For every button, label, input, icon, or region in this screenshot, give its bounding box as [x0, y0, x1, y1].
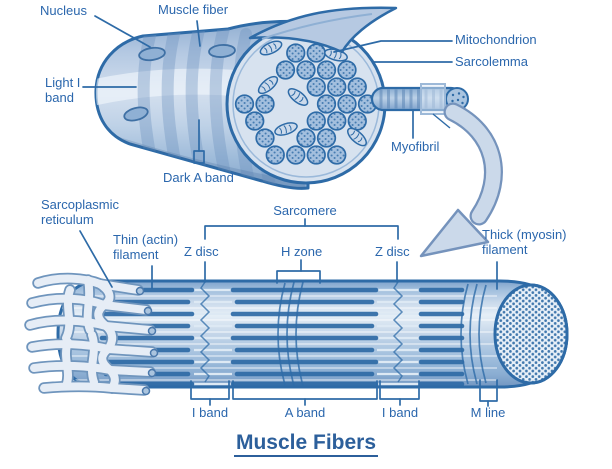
mitochondrion-organelle: [274, 122, 298, 136]
mitochondrion-organelle: [347, 127, 367, 147]
label-h-zone: H zone: [281, 244, 323, 259]
nucleus-bump: [123, 106, 149, 122]
mitochondria-layer: [257, 40, 367, 147]
bracket-sarcomere: [204, 218, 399, 240]
myofibril-cross-circle: [327, 77, 347, 97]
sarcolemma-flap-fold: [261, 13, 373, 40]
label-z-disc-left: Z disc: [184, 244, 219, 259]
myofibril-cross-circle: [316, 60, 337, 80]
z-disc-line: [392, 281, 404, 383]
leader-mitochondrion: [333, 40, 453, 53]
leader-sarcoplasmic-reticulum: [79, 230, 113, 288]
myofibril-figure: [24, 218, 569, 407]
myofibril-cross-circle: [347, 77, 367, 97]
label-dark-a-band: Dark A band: [163, 170, 234, 185]
label-light-i-band: Light I band: [45, 75, 81, 105]
bracket-i-band-left: [190, 380, 230, 406]
m-line-rings: [460, 283, 487, 385]
label-i-band-right: I band: [381, 405, 419, 420]
h-zone-rings: [277, 281, 304, 387]
diagram-title-text: Muscle Fibers: [233, 431, 379, 457]
top-leader-lines: [82, 15, 453, 164]
reticulum-tube-openings: [135, 286, 159, 396]
label-sarcoplasmic-reticulum: Sarcoplasmic reticulum: [41, 197, 120, 227]
myofibril-cross-circle: [327, 145, 347, 165]
muscle-fiber-figure: [82, 6, 503, 258]
bracket-h-zone: [276, 259, 321, 284]
label-m-line: M line: [470, 405, 506, 420]
bracket-m-line: [479, 379, 498, 407]
bottom-leader-lines: [79, 218, 498, 407]
label-i-band-left: I band: [191, 405, 229, 420]
zoom-highlight-box: [420, 83, 446, 115]
myofibril-cross-circle: [286, 145, 306, 165]
label-a-band: A band: [284, 405, 326, 420]
myofibril-cross-circle: [306, 111, 326, 131]
label-nucleus: Nucleus: [40, 3, 87, 18]
myofibril-cross-circle: [296, 60, 316, 80]
label-thin-actin-filament: Thin (actin) filament: [113, 232, 179, 262]
myofibril-cross-circle: [306, 43, 326, 63]
leader-dark-a-band: [193, 119, 205, 164]
diagram-title: Muscle Fibers: [0, 431, 612, 457]
label-sarcolemma: Sarcolemma: [455, 54, 528, 69]
label-sarcomere: Sarcomere: [273, 203, 337, 218]
myofibril-end-face: [493, 283, 569, 385]
leader-nucleus: [94, 15, 151, 48]
bracket-a-band: [232, 380, 378, 406]
myofibril-cross-circle: [306, 77, 326, 97]
myofibril-cross-circle: [255, 94, 275, 114]
myofibril-cross-circle: [265, 145, 285, 165]
myofibril-cross-circle: [316, 94, 337, 114]
myofibril-cross-circle: [245, 111, 265, 131]
mitochondrion-organelle: [257, 75, 279, 95]
label-myofibril: Myofibril: [391, 139, 440, 154]
myofibril-cross-circle: [306, 145, 326, 165]
sarcolemma-flap: [248, 6, 398, 54]
myofibril-cross-circle: [275, 60, 296, 80]
myofibril-cross-circle: [255, 128, 275, 148]
nucleus-bump: [208, 44, 236, 58]
label-muscle-fiber: Muscle fiber: [158, 2, 229, 17]
myofibril-cross-circle: [327, 111, 347, 131]
myofibril-cross-circle: [337, 94, 357, 114]
myofibril-cross-circle: [316, 128, 337, 148]
myofibril-cross-circle: [286, 43, 306, 63]
myofibril-cross-circle: [337, 60, 357, 80]
myofibril-cross-circle: [347, 111, 367, 131]
zoom-arrow: [419, 102, 503, 258]
leader-muscle-fiber: [196, 20, 201, 47]
myofibril-rod: [370, 83, 469, 115]
mitochondrion-organelle: [259, 40, 283, 56]
mitochondrion-organelle: [287, 88, 309, 106]
z-disc-line: [199, 281, 211, 383]
bracket-i-band-right: [379, 380, 420, 406]
label-thick-myosin-filament: Thick (myosin) filament: [482, 227, 567, 257]
label-z-disc-right: Z disc: [375, 244, 410, 259]
myofibril-cross-circle: [296, 128, 316, 148]
myofibril-circles-layer: [234, 43, 378, 165]
label-mitochondrion: Mitochondrion: [455, 32, 537, 47]
sarcoplasmic-reticulum-web: [24, 272, 158, 396]
nucleus-bump: [138, 46, 166, 62]
myofibril-cross-circle: [234, 94, 255, 114]
